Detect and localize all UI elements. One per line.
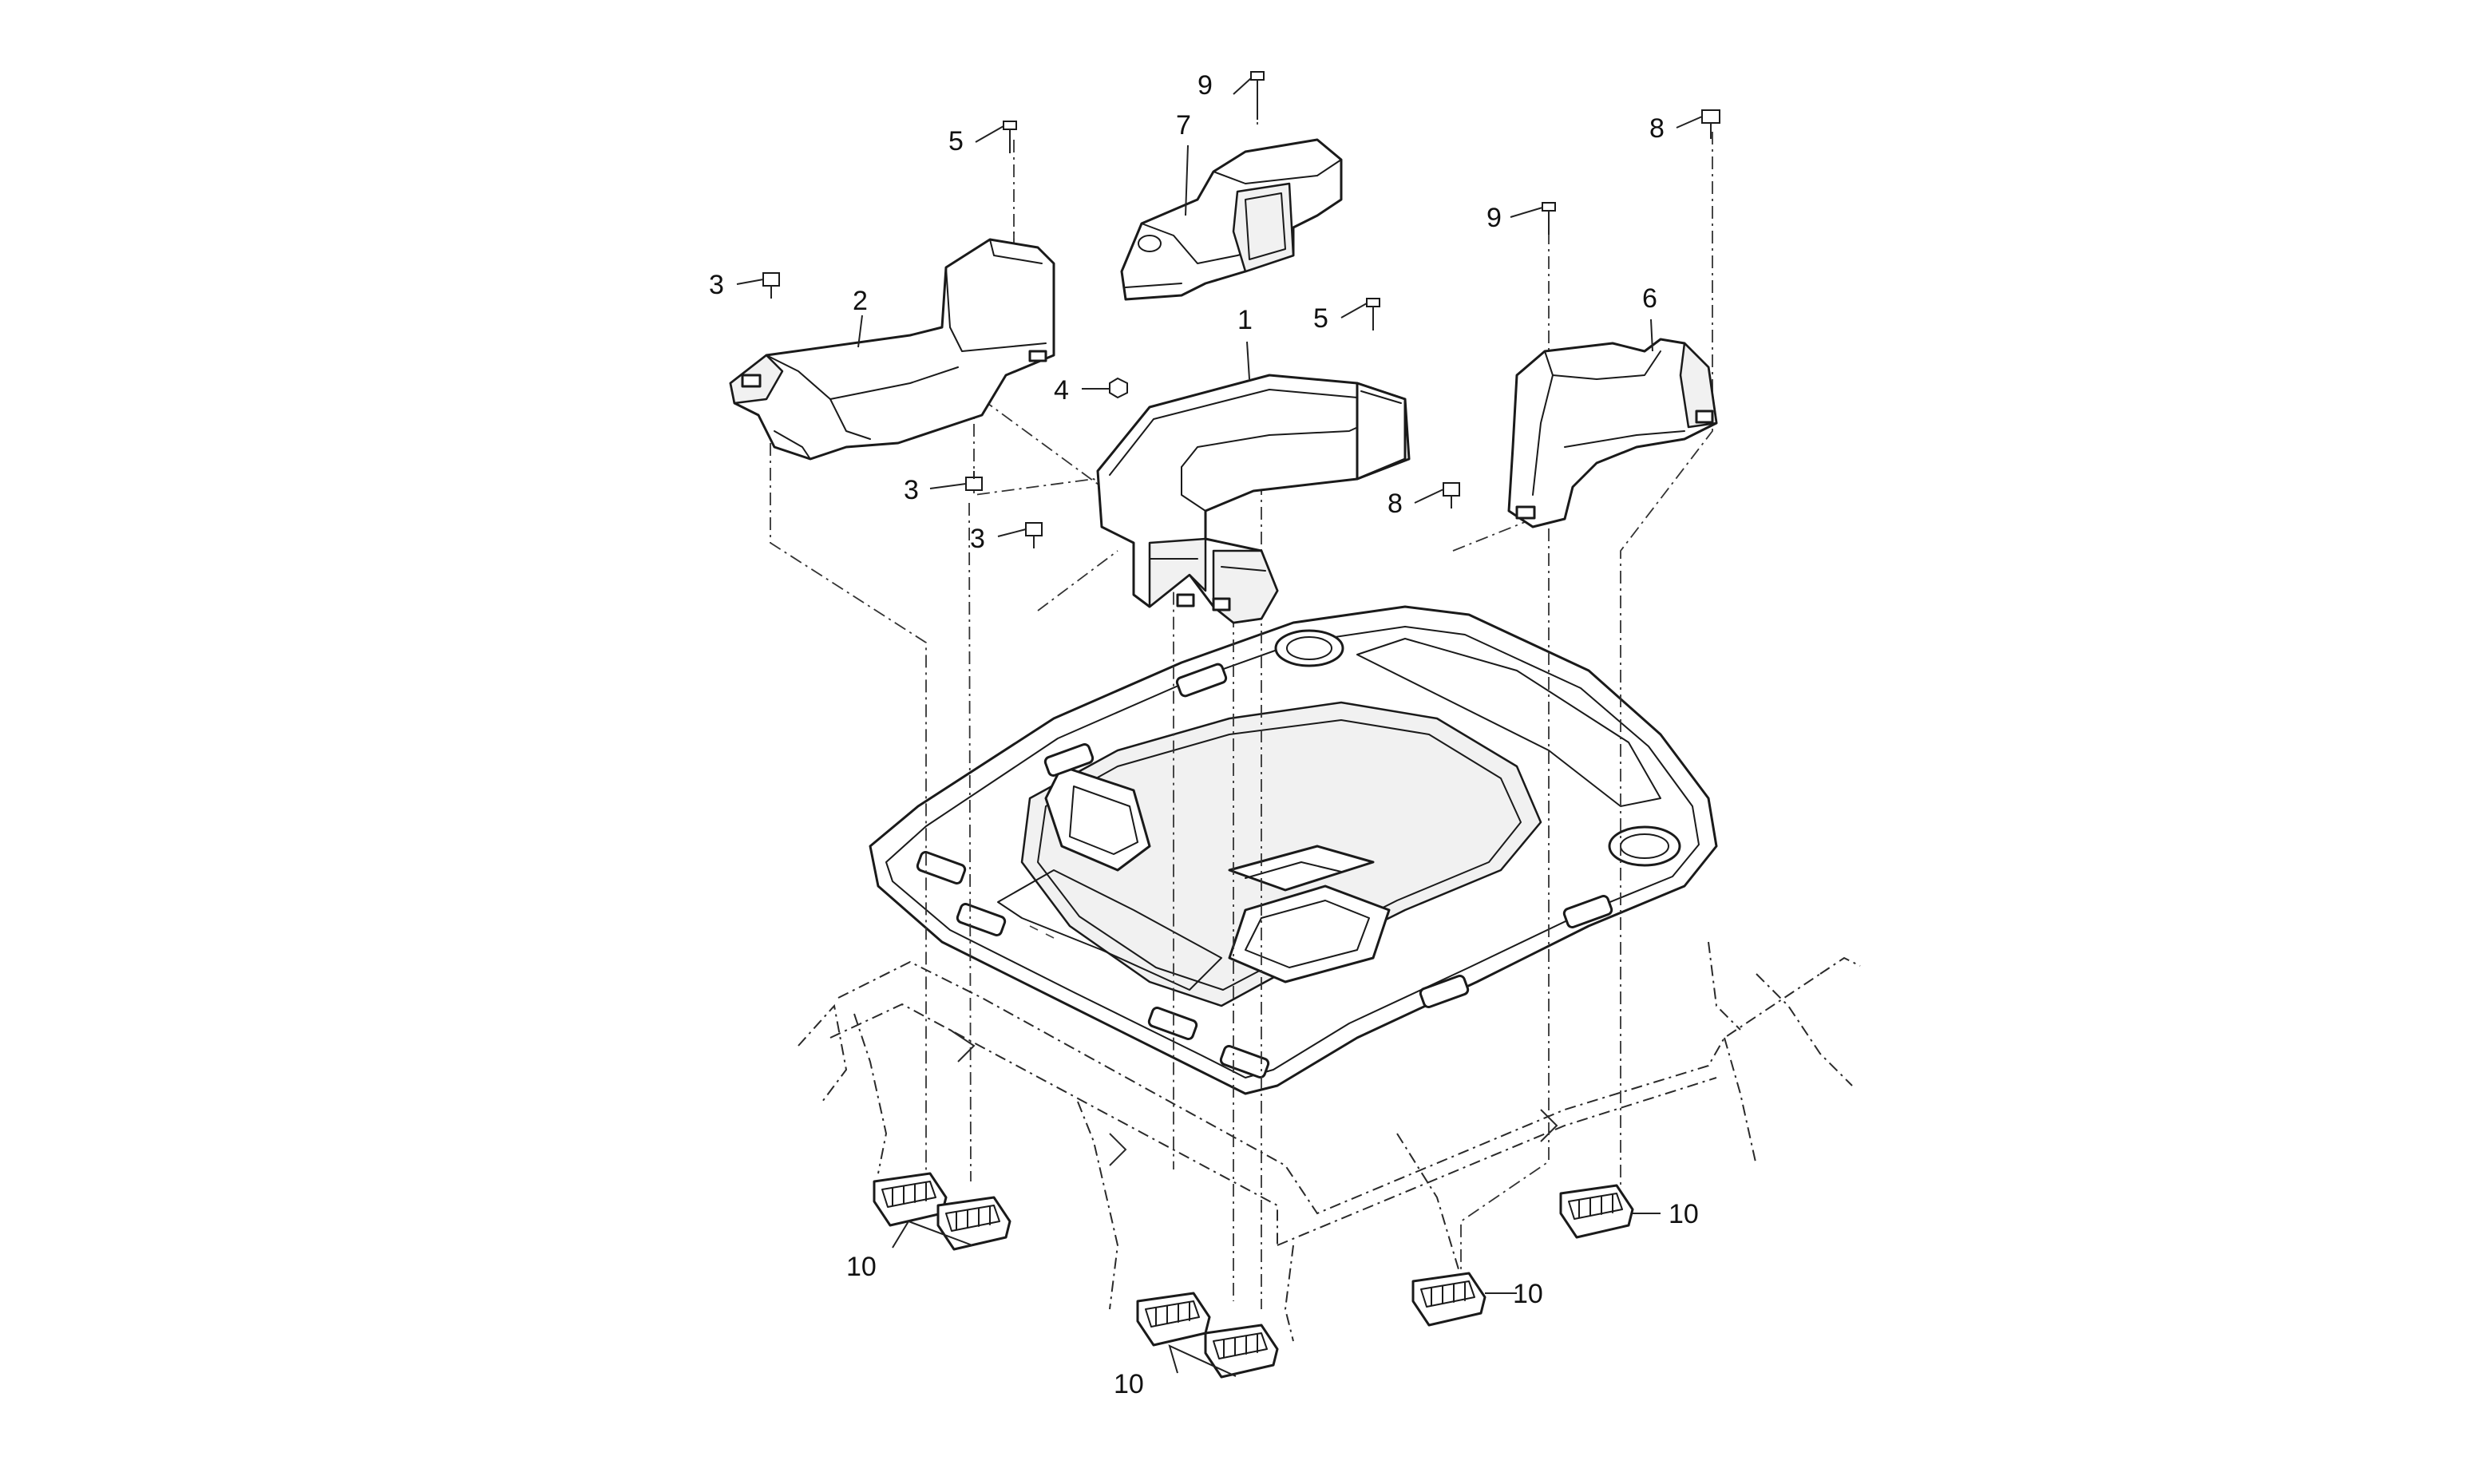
vent-grille-2 xyxy=(936,1196,1011,1251)
callout-8-top: 8 xyxy=(1649,113,1665,144)
callout-10-left: 10 xyxy=(846,1252,877,1282)
callout-6: 6 xyxy=(1642,283,1657,314)
callout-5-left: 5 xyxy=(948,126,964,156)
screw-9-right xyxy=(1542,202,1556,235)
cab-frame xyxy=(798,941,1861,1342)
callout-3-low: 3 xyxy=(970,524,985,554)
nut-4 xyxy=(1109,377,1128,399)
callout-labels: 9 7 5 8 9 3 2 6 5 1 4 3 8 3 10 10 10 10 xyxy=(709,70,1699,1399)
screw-8-top xyxy=(1701,109,1720,139)
assembly-leader-lines xyxy=(770,80,1713,1309)
roof-headliner xyxy=(869,605,1718,1095)
vent-grille-5 xyxy=(1411,1272,1486,1327)
callout-10-center-right: 10 xyxy=(1513,1279,1543,1309)
callout-10-right: 10 xyxy=(1669,1199,1699,1229)
callout-7: 7 xyxy=(1176,110,1191,140)
callout-3-mid: 3 xyxy=(904,475,919,505)
callout-2: 2 xyxy=(853,286,868,316)
screw-3-mid xyxy=(965,471,983,491)
screw-5-center xyxy=(1366,298,1380,330)
screw-8-mid xyxy=(1443,482,1460,509)
callout-pointers xyxy=(736,77,1703,1377)
callout-9-top: 9 xyxy=(1197,70,1213,101)
part-1-center-duct xyxy=(1096,374,1411,624)
vent-grille-1 xyxy=(873,1172,948,1227)
vent-grille-3 xyxy=(1136,1292,1211,1347)
callout-5-center: 5 xyxy=(1313,303,1328,334)
screw-9-top xyxy=(1250,71,1265,120)
vent-grilles xyxy=(873,1172,1634,1379)
screw-3-low xyxy=(1025,522,1043,548)
callout-9-right: 9 xyxy=(1486,203,1502,233)
vent-grille-4 xyxy=(1204,1324,1279,1379)
callout-1: 1 xyxy=(1237,305,1253,335)
callout-10-center: 10 xyxy=(1114,1369,1144,1399)
callout-8-mid: 8 xyxy=(1388,489,1403,519)
part-6-right-duct xyxy=(1507,338,1718,528)
part-2-left-duct xyxy=(729,238,1055,461)
screw-5-left xyxy=(1003,121,1017,153)
part-7-upper-duct xyxy=(1120,138,1343,301)
vent-grille-6 xyxy=(1559,1184,1634,1239)
callout-3-top: 3 xyxy=(709,270,724,300)
screw-3-top xyxy=(762,272,780,299)
callout-4: 4 xyxy=(1054,375,1069,406)
